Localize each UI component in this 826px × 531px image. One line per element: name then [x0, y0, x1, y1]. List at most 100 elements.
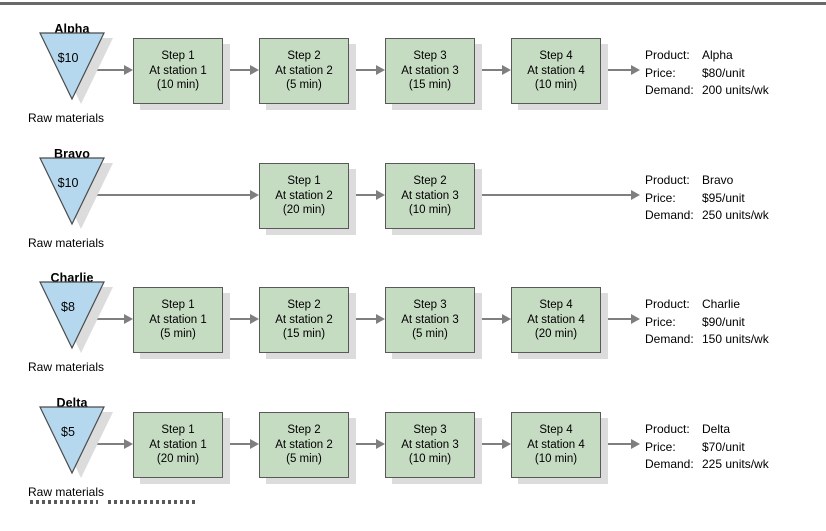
station-line: At station 1	[149, 313, 207, 326]
step-line: Step 1	[161, 299, 195, 312]
arrow-line	[346, 194, 378, 196]
product-info-block: Product: Delta Price: $70/unit Demand: 2…	[645, 421, 769, 474]
arrow-line	[472, 194, 634, 196]
demand-value: 225 units/wk	[702, 457, 769, 471]
product-info-block: Product: Charlie Price: $90/unit Demand:…	[645, 296, 769, 349]
time-line: (15 min)	[282, 328, 326, 341]
product-flow-row-delta: Delta $5 Raw materials Step 1 At station…	[0, 396, 826, 526]
arrow-head-icon	[250, 314, 259, 324]
arrow-head-icon	[376, 190, 385, 200]
arrow-head-icon	[124, 65, 133, 75]
process-step-box: Step 3 At station 3 (10 min)	[385, 412, 475, 478]
process-step-box: Step 1 At station 1 (10 min)	[133, 38, 223, 104]
process-step-box: Step 2 At station 2 (5 min)	[259, 412, 349, 478]
raw-materials-label: Raw materials	[28, 236, 105, 250]
product-value: Charlie	[702, 297, 741, 311]
station-line: At station 2	[275, 313, 333, 326]
raw-materials-triangle	[39, 281, 113, 353]
time-line: (20 min)	[282, 204, 326, 217]
product-value: Delta	[702, 422, 731, 436]
step-line: Step 4	[539, 299, 573, 312]
arrow-line	[472, 69, 504, 71]
step-line: Step 2	[413, 175, 447, 188]
station-line: At station 3	[401, 64, 459, 77]
process-step-box: Step 2 At station 2 (15 min)	[259, 287, 349, 353]
arrow-head-icon	[250, 65, 259, 75]
raw-materials-label: Raw materials	[28, 485, 105, 499]
step-line: Step 4	[539, 50, 573, 63]
time-line: (15 min)	[408, 79, 452, 92]
arrow-head-icon	[124, 439, 133, 449]
top-rule	[0, 2, 826, 5]
station-line: At station 3	[401, 189, 459, 202]
station-line: At station 3	[401, 438, 459, 451]
station-line: At station 2	[275, 64, 333, 77]
raw-material-cost: $10	[57, 176, 79, 190]
raw-materials-label: Raw materials	[28, 360, 105, 374]
product-flow-row-alpha: Alpha $10 Raw materials Step 1 At statio…	[0, 22, 826, 152]
station-line: At station 4	[527, 438, 585, 451]
time-line: (10 min)	[534, 453, 578, 466]
price-label: Price:	[645, 439, 676, 454]
raw-materials-triangle	[39, 406, 113, 478]
product-info-block: Product: Bravo Price: $95/unit Demand: 2…	[645, 172, 769, 225]
time-line: (10 min)	[156, 79, 200, 92]
process-step-box: Step 3 At station 3 (15 min)	[385, 38, 475, 104]
price-value: $90/unit	[702, 314, 745, 329]
time-line: (10 min)	[408, 204, 452, 217]
arrow-line	[220, 318, 252, 320]
product-value: Alpha	[702, 48, 733, 62]
demand-label: Demand:	[645, 332, 694, 346]
price-label: Price:	[645, 65, 676, 80]
time-line: (20 min)	[534, 328, 578, 341]
arrow-head-icon	[502, 65, 511, 75]
demand-label: Demand:	[645, 83, 694, 97]
arrow-line	[346, 443, 378, 445]
price-label: Price:	[645, 190, 676, 205]
time-line: (10 min)	[534, 79, 578, 92]
price-label: Price:	[645, 314, 676, 329]
price-value: $95/unit	[702, 190, 745, 205]
arrow-head-icon	[631, 65, 640, 75]
process-step-box: Step 3 At station 3 (5 min)	[385, 287, 475, 353]
step-line: Step 1	[161, 50, 195, 63]
arrow-line	[346, 69, 378, 71]
arrow-line	[598, 69, 634, 71]
product-flow-row-bravo: Bravo $10 Raw materials Step 1 At statio…	[0, 147, 826, 277]
demand-value: 150 units/wk	[702, 332, 769, 346]
step-line: Step 2	[287, 50, 321, 63]
arrow-head-icon	[124, 314, 133, 324]
clipped-caption-fragment	[108, 500, 196, 504]
time-line: (20 min)	[156, 453, 200, 466]
arrow-line	[220, 443, 252, 445]
step-line: Step 1	[161, 424, 195, 437]
process-step-box: Step 1 At station 1 (5 min)	[133, 287, 223, 353]
process-step-box: Step 4 At station 4 (20 min)	[511, 287, 601, 353]
product-label: Product:	[645, 173, 690, 187]
time-line: (5 min)	[286, 453, 322, 466]
process-step-box: Step 2 At station 3 (10 min)	[385, 163, 475, 229]
process-step-box: Step 4 At station 4 (10 min)	[511, 412, 601, 478]
station-line: At station 2	[275, 438, 333, 451]
station-line: At station 4	[527, 313, 585, 326]
time-line: (5 min)	[286, 79, 322, 92]
arrow-head-icon	[376, 65, 385, 75]
time-line: (10 min)	[408, 453, 452, 466]
product-flow-row-charlie: Charlie $8 Raw materials Step 1 At stati…	[0, 271, 826, 401]
demand-value: 250 units/wk	[702, 208, 769, 222]
raw-material-cost: $8	[61, 300, 75, 314]
product-label: Product:	[645, 422, 690, 436]
arrow-line	[598, 318, 634, 320]
demand-value: 200 units/wk	[702, 83, 769, 97]
arrow-line	[87, 69, 125, 71]
arrow-head-icon	[250, 439, 259, 449]
step-line: Step 3	[413, 299, 447, 312]
demand-label: Demand:	[645, 208, 694, 222]
price-value: $70/unit	[702, 439, 745, 454]
clipped-caption-fragment	[30, 500, 98, 504]
step-line: Step 4	[539, 424, 573, 437]
station-line: At station 3	[401, 313, 459, 326]
process-step-box: Step 4 At station 4 (10 min)	[511, 38, 601, 104]
station-line: At station 1	[149, 64, 207, 77]
